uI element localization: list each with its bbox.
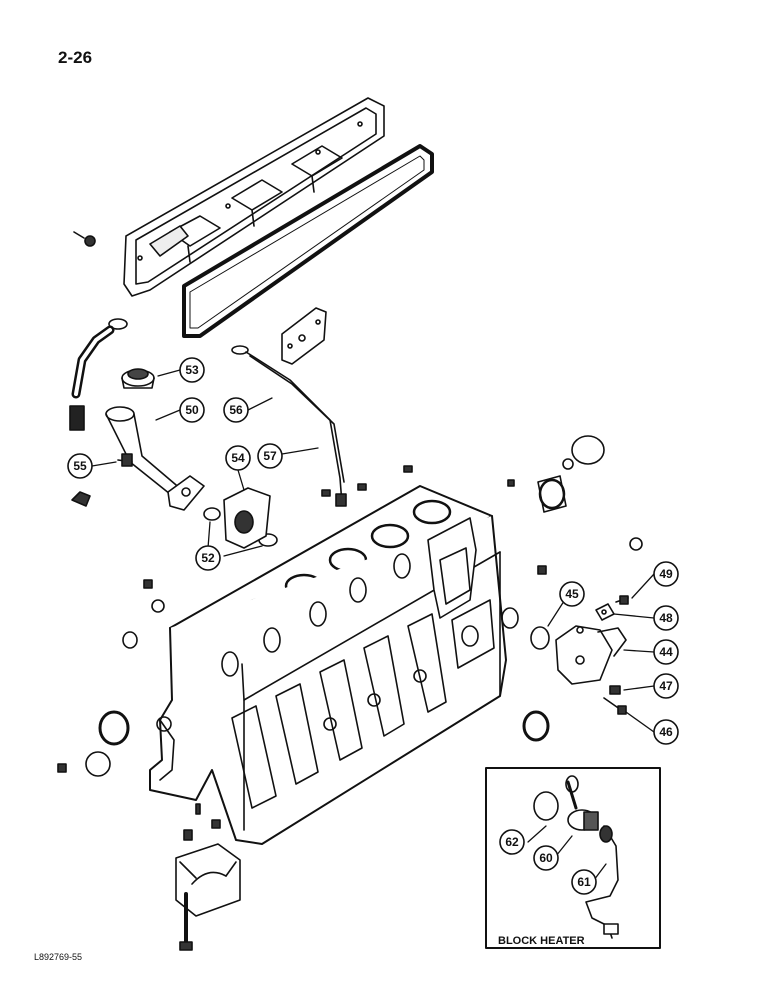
tube-bolt <box>117 453 133 467</box>
thermostat-housing <box>555 625 627 685</box>
callout-44: 44 <box>653 639 679 665</box>
oil-filler-tube <box>105 406 205 511</box>
expansion-plugs <box>85 435 643 777</box>
valve-cover-bolt <box>73 231 96 247</box>
callout-47: 47 <box>653 673 679 699</box>
callout-49: 49 <box>653 561 679 587</box>
engine-block <box>149 485 519 845</box>
callout-circle <box>499 829 525 855</box>
callout-label: 44 <box>659 645 673 659</box>
callout-label: 45 <box>565 587 579 601</box>
callout-label: 52 <box>201 551 215 565</box>
breather-plate <box>281 307 327 365</box>
callout-45: 45 <box>559 581 585 607</box>
callout-46: 46 <box>653 719 679 745</box>
callout-57: 57 <box>257 443 283 469</box>
callout-label: 50 <box>185 403 199 417</box>
housing-bolt <box>603 685 627 715</box>
callout-61: 61 <box>571 869 597 895</box>
callout-circle <box>67 453 93 479</box>
callout-label: 47 <box>659 679 673 693</box>
callout-55: 55 <box>67 453 93 479</box>
callout-label: 55 <box>73 459 87 473</box>
leader-lines <box>91 369 655 881</box>
callout-60: 60 <box>533 845 559 871</box>
dipstick <box>231 345 347 507</box>
callout-56: 56 <box>223 397 249 423</box>
callout-48: 48 <box>653 605 679 631</box>
page-number: 2-26 <box>58 48 93 67</box>
callout-54: 54 <box>225 445 251 471</box>
callout-label: 61 <box>577 875 591 889</box>
valve-cover <box>123 97 385 297</box>
fitting <box>595 595 629 621</box>
callouts: 53 50 56 55 54 57 52 49 45 48 44 47 46 62 60 61 <box>67 357 679 895</box>
callout-label: 62 <box>505 835 519 849</box>
callout-label: 57 <box>263 449 277 463</box>
callout-label: 60 <box>539 851 553 865</box>
callout-label: 49 <box>659 567 673 581</box>
o-ring <box>530 626 550 650</box>
callout-52: 52 <box>195 545 221 571</box>
callout-53: 53 <box>179 357 205 383</box>
main-bearing-bolt <box>179 892 193 951</box>
callout-circle <box>533 845 559 871</box>
callout-62: 62 <box>499 829 525 855</box>
callout-label: 56 <box>229 403 243 417</box>
breather-hose <box>69 318 128 431</box>
callout-label: 53 <box>185 363 199 377</box>
block-heater-inset: BLOCK HEATER <box>485 767 661 949</box>
valve-cover-gasket <box>182 144 434 338</box>
callout-circle <box>225 445 251 471</box>
oil-filler-cap <box>121 368 155 389</box>
small-fittings <box>57 465 547 841</box>
callout-50: 50 <box>179 397 205 423</box>
callout-circle <box>179 357 205 383</box>
callout-circle <box>653 639 679 665</box>
callout-circle <box>653 605 679 631</box>
o-ring <box>533 791 559 821</box>
callout-label: 46 <box>659 725 673 739</box>
adapter-block <box>223 487 271 549</box>
callout-circle <box>653 673 679 699</box>
callout-label: 54 <box>231 451 245 465</box>
callout-circle <box>653 561 679 587</box>
clip <box>71 491 91 507</box>
figure-code: L892769-55 <box>34 952 83 962</box>
block-heater-element <box>565 775 599 831</box>
callout-circle <box>571 869 597 895</box>
callout-circle <box>195 545 221 571</box>
callout-circle <box>179 397 205 423</box>
callout-circle <box>559 581 585 607</box>
main-bearing-cap <box>175 843 241 917</box>
heater-cord <box>585 825 619 939</box>
callout-circle <box>223 397 249 423</box>
callout-label: 48 <box>659 611 673 625</box>
inset-title: BLOCK HEATER <box>498 935 585 947</box>
callout-circle <box>653 719 679 745</box>
o-ring <box>203 507 221 521</box>
callout-circle <box>257 443 283 469</box>
